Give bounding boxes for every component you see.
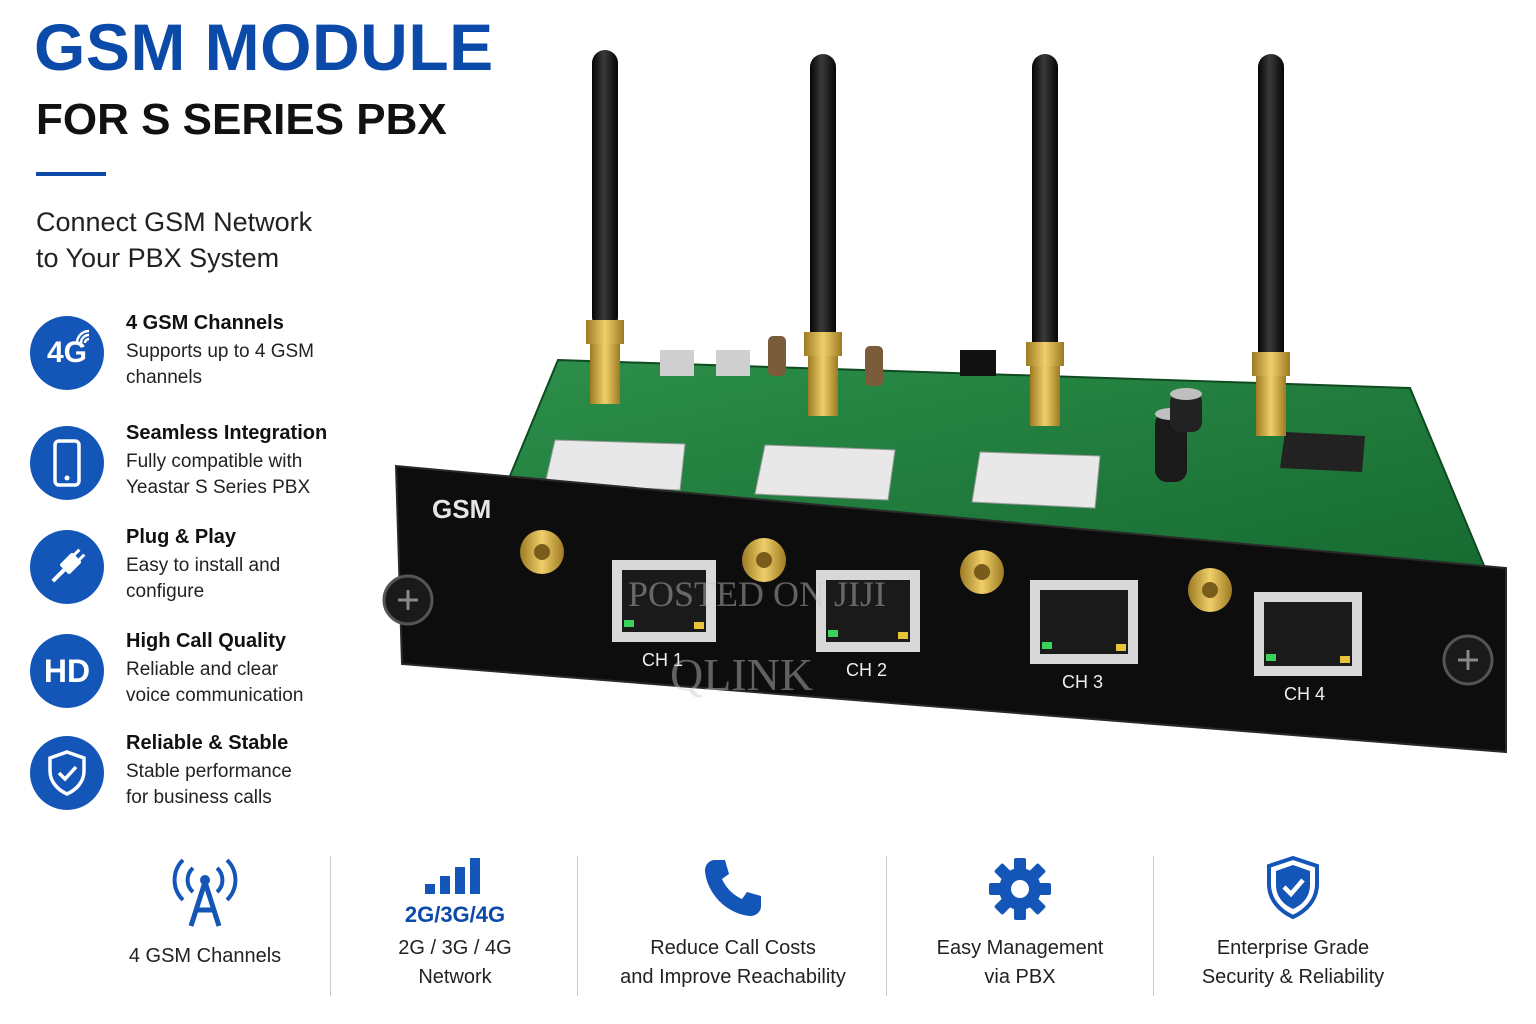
bottom-item-network: 2G/3G/4G 2G / 3G / 4G Network [332,848,578,998]
feature-title: Plug & Play [126,526,237,548]
feature-description: Fully compatible with Yeastar S Series P… [126,451,311,498]
page-title: GSM MODULE [34,10,494,84]
port-ch4: CH 4 [1254,592,1362,704]
smartphone-icon [30,426,104,500]
watermark-line-1: POSTED ON JIJI [628,574,886,614]
divider [577,856,578,996]
network-generations-text: 2G/3G/4G [404,902,506,927]
feature-item-reliable-stable: Reliable & Stable Stable performance for… [30,732,370,824]
feature-title: Reliable & Stable [126,732,289,754]
title-underline [36,172,106,176]
divider [1153,856,1154,996]
bottom-item-label: 2G / 3G / 4G Network [398,937,512,988]
feature-item-gsm-channels: 4G 4 GSM Channels Supports up to 4 GSM c… [30,312,370,404]
sma-connector-4 [1188,568,1232,612]
antenna-group [586,50,1290,436]
feature-description: Reliable and clear voice communication [126,659,304,706]
4g-signal-icon: 4G [30,316,104,390]
bottom-item-security: Enterprise Grade Security & Reliability [1155,848,1431,998]
port-ch3: CH 3 [1030,580,1138,692]
feature-item-seamless-integration: Seamless Integration Fully compatible wi… [30,422,370,514]
feature-title: Seamless Integration [126,422,328,444]
hd-icon: HD [30,634,104,708]
antenna-4 [1252,54,1290,436]
port-label-ch2: CH 2 [846,660,887,680]
divider [886,856,887,996]
shield-check-icon [1267,856,1319,920]
port-ch1: CH 1 [612,560,716,670]
sma-connector-3 [960,550,1004,594]
antenna-1 [586,50,624,404]
bottom-item-label: Easy Management via PBX [936,937,1104,988]
port-label-ch1: CH 1 [642,650,683,670]
panel-label: GSM [432,494,491,524]
gsm-module-illustration: GSM CH 1 CH 2 C [382,50,1507,754]
feature-description: Easy to install and configure [126,555,281,602]
tagline-line-1: Connect GSM Network [36,207,313,237]
front-panel: GSM CH 1 CH 2 C [382,464,1507,754]
signal-bars-icon [425,858,480,894]
shield-check-icon [30,736,104,810]
phone-icon [705,860,761,916]
tagline: Connect GSM Network to Your PBX System [36,204,312,276]
antenna-3 [1026,54,1064,426]
bottom-item-gsm-channels: 4 GSM Channels [80,848,330,998]
antenna-tower-icon [172,858,238,927]
port-label-ch4: CH 4 [1284,684,1325,704]
feature-description: Supports up to 4 GSM channels [126,341,314,388]
bottom-item-label: Enterprise Grade Security & Reliability [1201,937,1385,988]
antenna-2 [804,54,842,416]
feature-item-high-call-quality: HD High Call Quality Reliable and clear … [30,630,370,722]
gear-icon [989,858,1051,920]
pcb-board [498,336,1492,582]
tagline-line-2: to Your PBX System [36,243,280,273]
sma-connector-1 [520,530,564,574]
port-label-ch3: CH 3 [1062,672,1103,692]
port-ch2: CH 2 [816,570,920,680]
feature-description: Stable performance for business calls [126,761,292,808]
bottom-item-call-costs: Reduce Call Costs and Improve Reachabili… [579,848,887,998]
divider [330,856,331,996]
bottom-feature-strip: 4 GSM Channels 2G/3G/4G 2G / 3G / 4G Net… [60,848,1480,998]
watermark-line-2: QLINK [670,649,813,700]
sma-connector-2 [742,538,786,582]
bottom-item-label: 4 GSM Channels [128,945,282,967]
feature-title: High Call Quality [126,630,287,652]
feature-item-plug-play: Plug & Play Easy to install and configur… [30,526,370,618]
bottom-item-management: Easy Management via PBX [888,848,1152,998]
page-subtitle: FOR S SERIES PBX [36,95,447,144]
plug-icon [30,530,104,604]
bottom-item-label: Reduce Call Costs and Improve Reachabili… [620,937,846,988]
feature-title: 4 GSM Channels [126,312,284,334]
